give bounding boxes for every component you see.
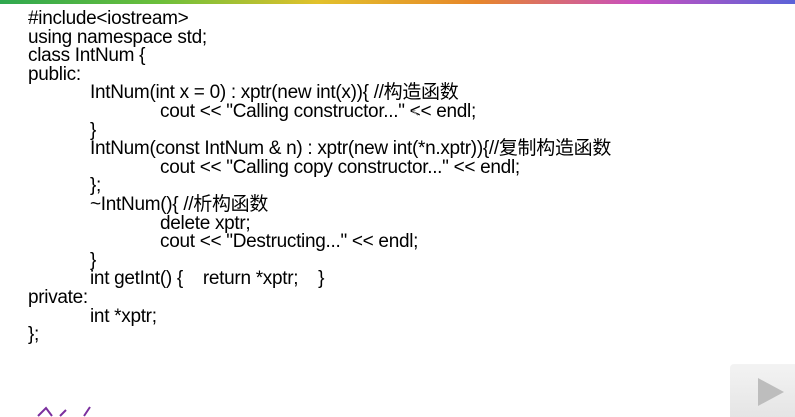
mouse-cursor-icon: ↖ xyxy=(411,108,420,119)
next-slide-button[interactable] xyxy=(730,364,795,417)
purple-scribble-icon xyxy=(37,406,91,417)
top-color-bar xyxy=(0,0,795,4)
code-line: delete xptr; xyxy=(160,212,251,234)
code-line: class IntNum { xyxy=(28,45,146,67)
code-line: #include<iostream> xyxy=(28,8,189,29)
code-line: private: xyxy=(28,286,88,308)
code-line: cout << "Calling copy constructor..." <<… xyxy=(160,156,520,178)
code-line: using namespace std; xyxy=(28,26,207,48)
code-line: int getInt() { return *xptr; } xyxy=(90,268,325,290)
code-line: } xyxy=(90,249,97,271)
code-line: IntNum(int x = 0) : xptr(new int(x)){ //… xyxy=(90,82,459,104)
code-line: ~IntNum(){ //析构函数 xyxy=(90,193,269,215)
play-triangle-icon xyxy=(758,378,784,406)
code-line: IntNum(const IntNum & n) : xptr(new int(… xyxy=(90,138,612,160)
code-line: public: xyxy=(28,63,81,85)
code-line: cout << "Destructing..." << endl; xyxy=(160,231,419,253)
code-line: cout << "Calling constructor..." << endl… xyxy=(160,100,476,122)
code-line: int *xptr; xyxy=(90,305,157,327)
code-line: } xyxy=(90,119,97,141)
code-line: }; xyxy=(28,324,40,346)
code-listing: #include<iostream>using namespace std;cl… xyxy=(28,8,612,346)
code-line: }; xyxy=(90,175,102,197)
